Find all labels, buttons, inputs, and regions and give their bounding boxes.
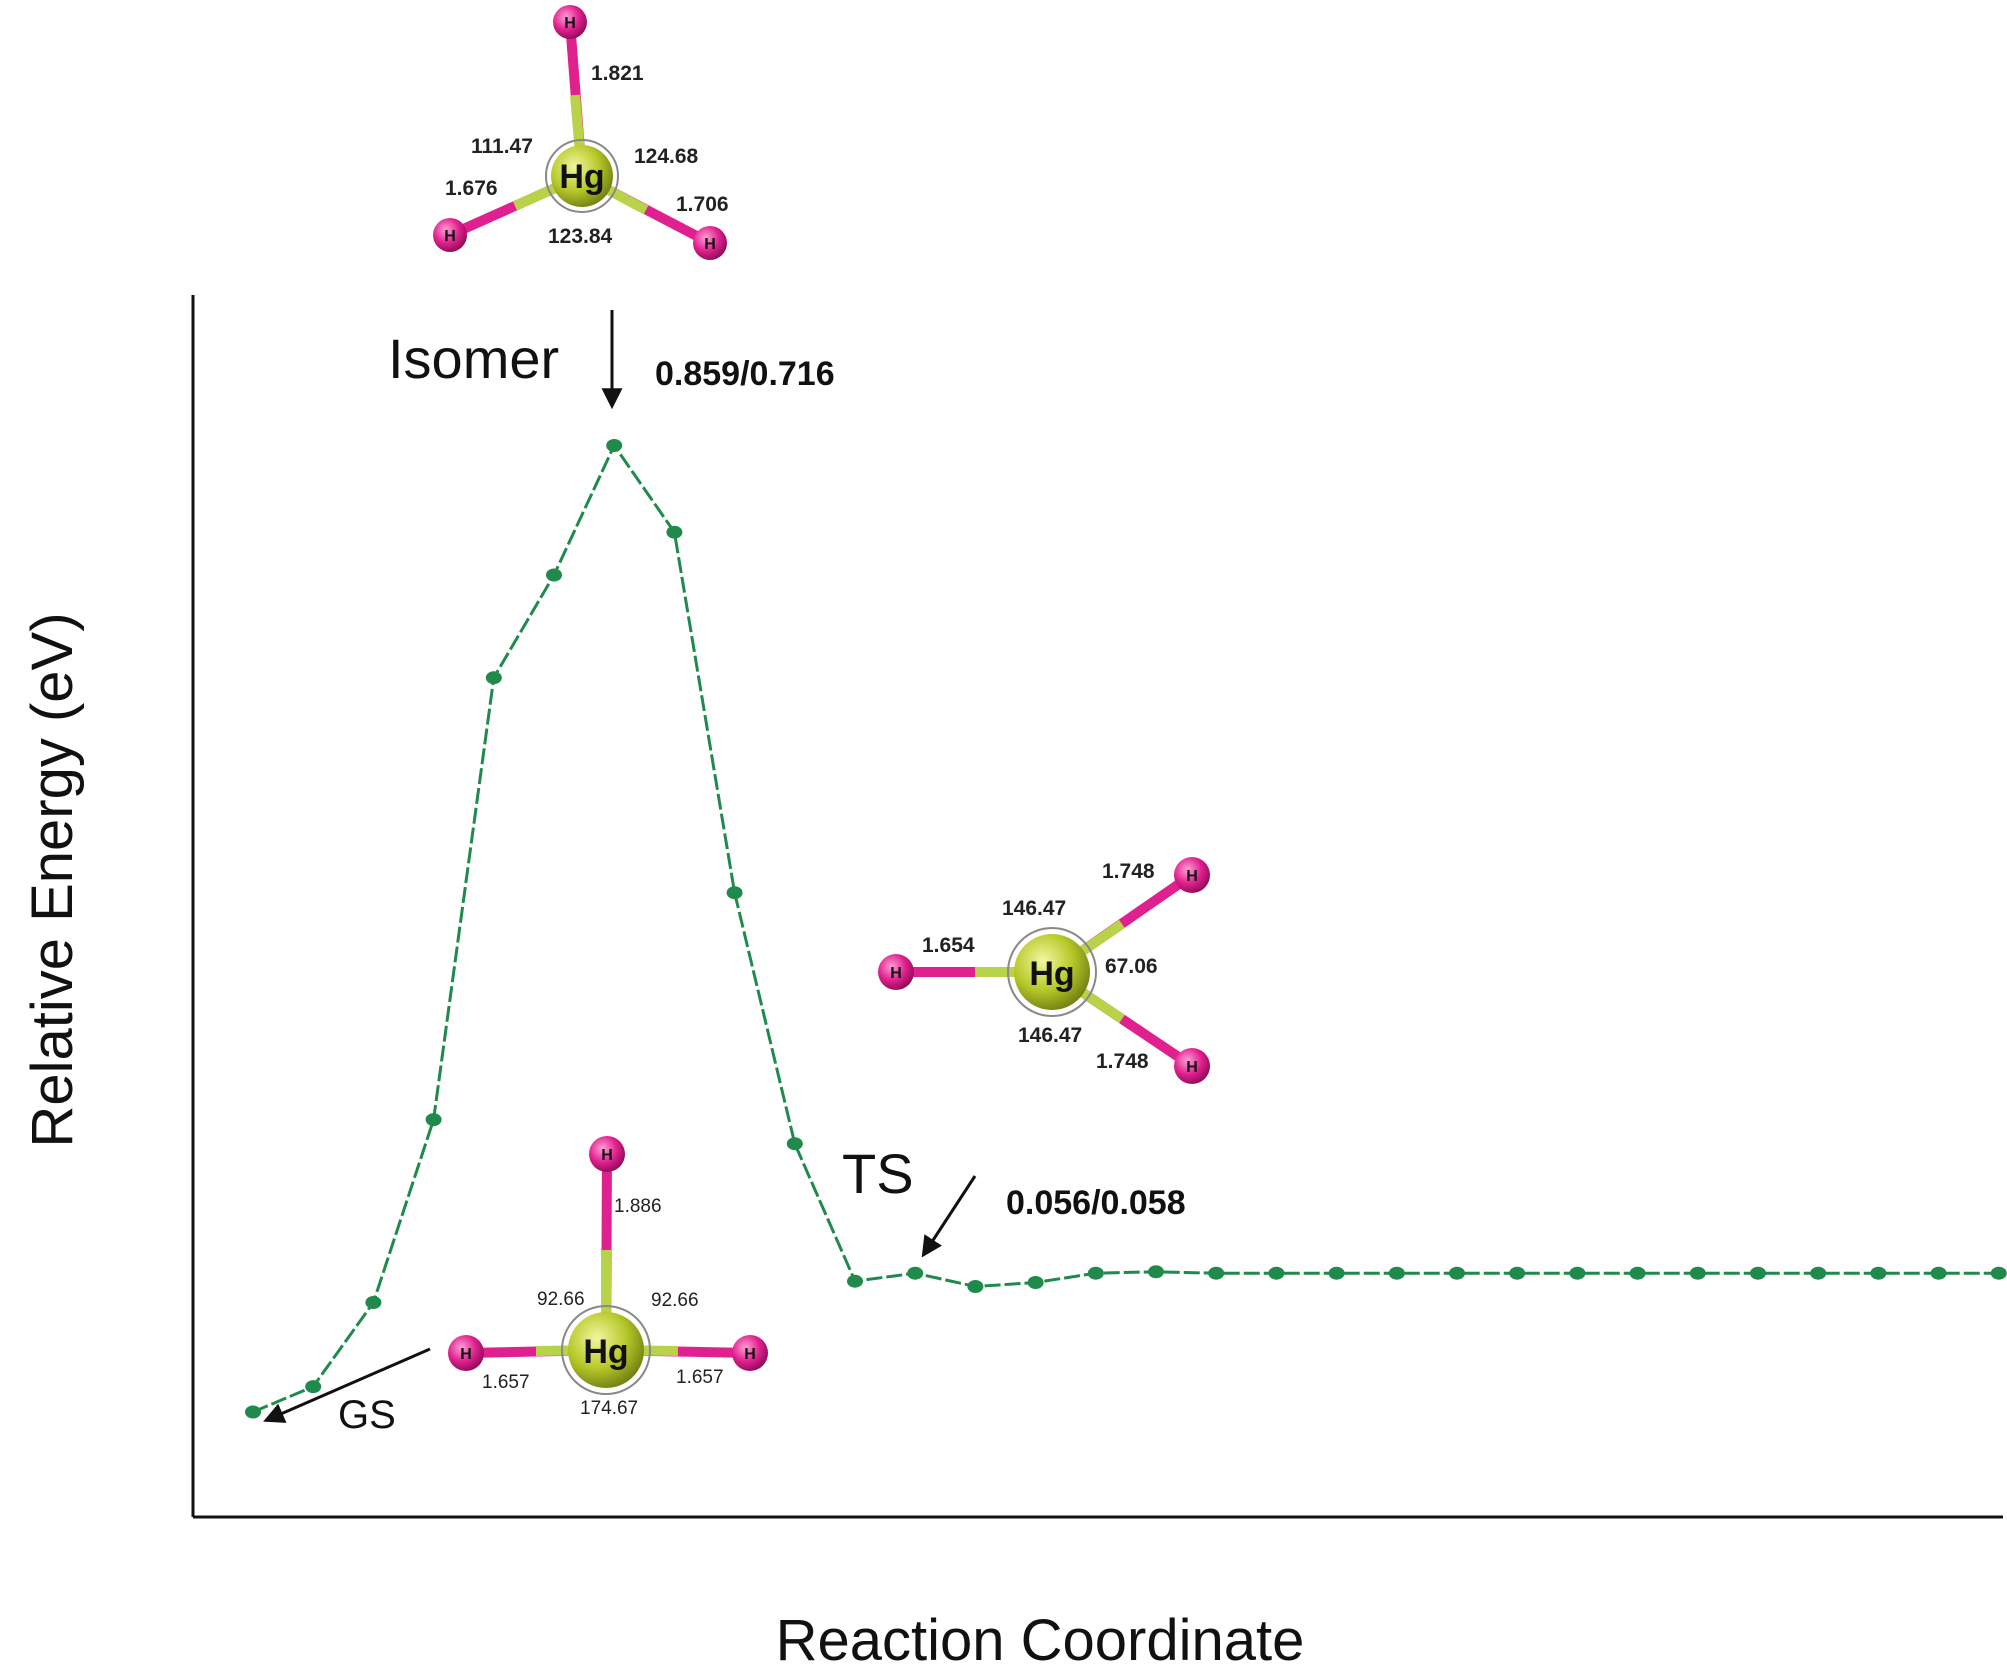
isomer-energy-value: 0.859/0.716 [655, 355, 835, 393]
gs-h-symbol-top: H [601, 1147, 613, 1164]
data-point-8 [726, 886, 743, 900]
energy-points [245, 439, 2007, 1419]
data-point-20 [1449, 1266, 1465, 1280]
data-point-4 [485, 671, 502, 685]
data-point-23 [1629, 1266, 1646, 1280]
data-point-0 [245, 1405, 261, 1419]
data-point-26 [1810, 1266, 1827, 1280]
data-point-17 [1268, 1266, 1285, 1280]
isomer-h-atom-left [433, 218, 467, 252]
data-point-18 [1328, 1266, 1345, 1280]
data-point-21 [1509, 1266, 1526, 1280]
gs-hg-atom [568, 1312, 644, 1388]
isomer-angle-left: 111.47 [471, 135, 533, 158]
isomer-h-symbol-top: H [564, 15, 576, 32]
x-axis-title: Reaction Coordinate [776, 1608, 1305, 1671]
isomer-label: Isomer [388, 327, 559, 390]
data-point-7 [666, 525, 683, 539]
data-point-12 [967, 1280, 984, 1293]
data-point-27 [1870, 1266, 1887, 1280]
gs-h-atom-right [732, 1335, 768, 1371]
data-point-16 [1208, 1266, 1225, 1280]
isomer-bond-left: 1.676 [445, 177, 498, 200]
ts-bond-left: 1.654 [922, 934, 975, 957]
isomer-bond-right: 1.706 [676, 193, 729, 216]
ts-bond-lower: 1.748 [1096, 1050, 1149, 1073]
ts-h-atom-left [878, 954, 914, 990]
data-point-13 [1027, 1276, 1044, 1289]
ts-angle-lower: 146.47 [1018, 1024, 1082, 1047]
isomer-hg-atom [551, 145, 613, 207]
ts-h-atom-lower [1174, 1048, 1210, 1084]
ts-hg-symbol: Hg [1029, 955, 1074, 993]
data-point-15 [1148, 1265, 1164, 1279]
data-point-25 [1750, 1266, 1766, 1280]
data-point-5 [546, 568, 562, 582]
gs-angle-right: 92.66 [651, 1290, 699, 1311]
data-point-2 [365, 1296, 382, 1309]
data-point-10 [847, 1274, 863, 1288]
isomer-hg-symbol: Hg [559, 158, 604, 196]
ts-h-atom-upper [1174, 857, 1210, 893]
isomer-molecule: Hg H H H 1.821 1.676 1.706 111.47 124.68… [433, 5, 729, 260]
data-point-29 [1990, 1266, 2007, 1280]
gs-h-symbol-right: H [744, 1346, 756, 1363]
ts-energy-value: 0.056/0.058 [1006, 1184, 1186, 1222]
data-point-22 [1569, 1266, 1586, 1280]
ts-molecule: Hg H H H 1.748 1.654 1.748 146.47 67.06 … [878, 857, 1210, 1084]
ts-arrow [921, 1175, 977, 1258]
ts-bond-upper: 1.748 [1102, 860, 1155, 883]
ts-angle-right: 67.06 [1105, 955, 1158, 978]
energy-curve [252, 442, 1999, 1414]
gs-h-atom-left [448, 1335, 484, 1371]
data-point-1 [305, 1380, 322, 1394]
isomer-angle-bottom: 123.84 [548, 225, 613, 248]
gs-arrow [263, 1347, 431, 1423]
gs-bond-top: 1.886 [614, 1196, 662, 1217]
y-axis-title: Relative Energy (eV) [20, 612, 85, 1147]
gs-label: GS [338, 1393, 396, 1437]
ts-hg-atom [1014, 934, 1090, 1010]
ts-h-symbol-lower: H [1186, 1059, 1198, 1076]
gs-bond-left: 1.657 [482, 1372, 530, 1393]
data-point-6 [606, 439, 623, 452]
ts-h-symbol-upper: H [1186, 868, 1198, 885]
data-point-9 [786, 1137, 803, 1151]
gs-h-atom-top [589, 1136, 625, 1172]
gs-molecule: Hg H H H 1.886 1.657 1.657 92.66 92.66 1… [448, 1136, 768, 1419]
isomer-h-atom-right [693, 226, 727, 260]
isomer-h-symbol-right: H [704, 236, 716, 253]
gs-bond-right: 1.657 [676, 1367, 724, 1388]
isomer-angle-right: 124.68 [634, 145, 699, 168]
data-point-3 [425, 1113, 442, 1127]
data-point-28 [1930, 1266, 1947, 1280]
isomer-h-atom-top [553, 5, 587, 39]
isomer-h-symbol-left: H [444, 228, 456, 245]
ts-h-symbol-left: H [890, 965, 902, 982]
gs-angle-bottom: 174.67 [580, 1398, 638, 1419]
data-point-11 [907, 1266, 924, 1280]
ts-label: TS [842, 1142, 914, 1205]
gs-angle-left: 92.66 [537, 1289, 585, 1310]
isomer-bond-top: 1.821 [591, 62, 644, 85]
gs-h-symbol-left: H [460, 1346, 472, 1363]
data-point-24 [1689, 1266, 1706, 1280]
gs-hg-symbol: Hg [583, 1333, 628, 1371]
data-point-14 [1087, 1266, 1104, 1280]
ts-angle-upper: 146.47 [1002, 897, 1066, 920]
data-point-19 [1388, 1266, 1405, 1280]
